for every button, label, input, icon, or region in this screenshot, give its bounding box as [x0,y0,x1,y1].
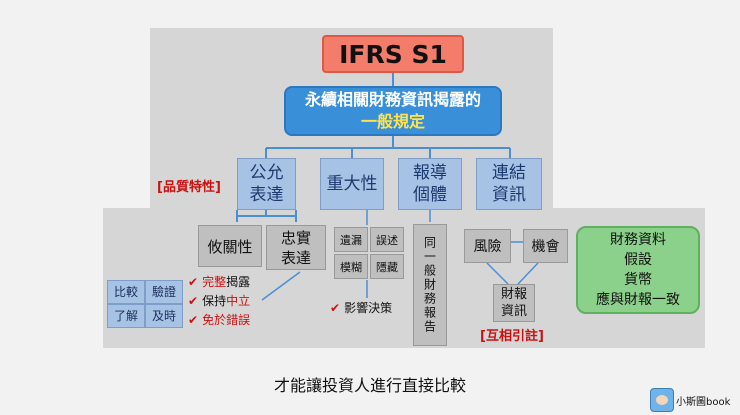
fair-line1: 公允 [249,163,284,183]
faithful-line2: 表達 [280,248,311,267]
channel-logo: 小斯圖book [650,388,738,414]
materiality-label: 重大性 [326,174,378,194]
connected-line2: 資訊 [492,185,526,205]
enhancing-understandability: 了解 [107,304,145,328]
misstatement-cell: 誤述 [370,227,404,252]
green-item: 應與財報一致 [596,292,680,308]
financial-info-box: 財報 資訊 [493,284,535,322]
fair-presentation-box: 公允 表達 [237,158,296,210]
checkmark-icon: ✔ [188,313,199,327]
checkmark-icon: ✔ [188,275,199,289]
scope-line1: 永續相關財務資訊揭露的 [304,90,481,109]
reporting-entity-box: 報導 個體 [398,158,462,210]
enhancing-comparability: 比較 [107,280,145,304]
financial-info-line2: 資訊 [500,304,527,319]
logo-text: 小斯圖book [676,397,731,408]
check-item: ✔保持中立 [188,294,251,308]
obscuring-cell: 模糊 [334,254,368,279]
green-item: 財務資料 [610,232,666,248]
green-item: 假設 [624,252,652,268]
consistency-box: 財務資料 假設 貨幣 應與財報一致 [576,226,700,314]
faithful-representation-box: 忠實 表達 [266,225,326,270]
checkmark-icon: ✔ [330,301,341,315]
same-as-financial-report-box: 同一般財務報告 [413,224,447,346]
entity-line2: 個體 [413,185,447,205]
hiding-cell: 隱藏 [370,254,404,279]
enhancing-verifiability: 驗證 [145,280,183,304]
check-item: ✔免於錯誤 [188,313,251,327]
faithful-checklist: ✔完整揭露 ✔保持中立 ✔免於錯誤 [188,273,250,330]
risk-box: 風險 [464,229,511,263]
financial-info-line1: 財報 [500,287,527,302]
faithful-line1: 忠實 [280,228,311,247]
checkmark-icon: ✔ [188,294,199,308]
green-item: 貨幣 [624,272,652,288]
video-subtitle: 才能讓投資人進行直接比較 [273,376,466,395]
enhancing-timeliness: 及時 [145,304,183,328]
fair-line2: 表達 [249,185,284,205]
materiality-box: 重大性 [320,158,384,210]
check-item: ✔完整揭露 [188,275,251,289]
quality-label: [品質特性] [157,180,221,195]
connected-line1: 連結 [492,163,526,183]
relevance-box: 攸關性 [198,225,262,267]
cross-reference-label: [互相引註] [480,329,544,344]
omission-cell: 遺漏 [334,227,368,252]
ifrs-title: IFRS S1 [322,35,464,73]
impact-decision-note: ✔影響決策 [330,301,393,315]
connected-info-box: 連結 資訊 [476,158,542,210]
scope-line2: 一般規定 [360,112,425,131]
general-requirements-box: 永續相關財務資訊揭露的 一般規定 [284,86,502,136]
avatar-icon [650,388,674,412]
entity-line1: 報導 [413,163,447,183]
opportunity-box: 機會 [523,229,568,263]
